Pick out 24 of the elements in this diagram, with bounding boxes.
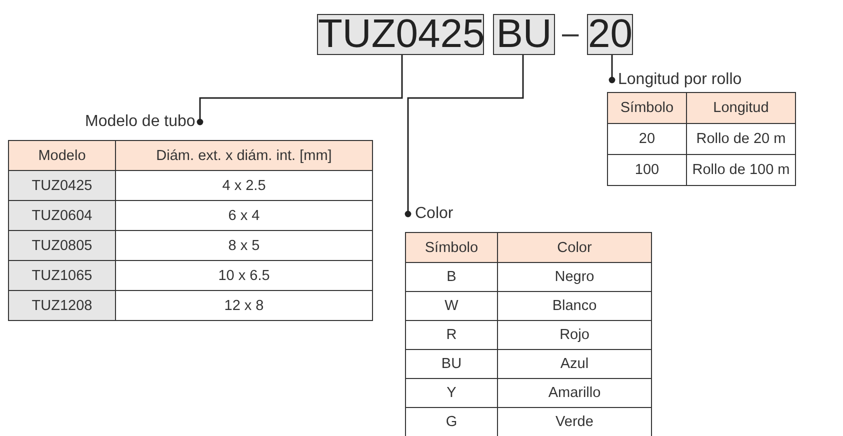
model-code-segment: 20 <box>587 14 633 55</box>
leader-line <box>608 55 616 84</box>
leader-line <box>196 55 403 126</box>
section-heading: Modelo de tubo <box>85 112 206 132</box>
table-cell: TUZ0604 <box>8 200 116 231</box>
separator-dash: – <box>562 18 579 50</box>
column-header: Símbolo <box>405 232 498 263</box>
model-code-segment: BU <box>493 14 555 55</box>
column-header: Longitud <box>686 92 796 124</box>
table-cell: TUZ1208 <box>8 290 116 321</box>
table-cell: TUZ1065 <box>8 260 116 291</box>
model-code-segment: TUZ0425 <box>317 14 484 55</box>
leader-line <box>404 55 524 218</box>
column-header: Modelo <box>8 140 116 171</box>
column-header: Color <box>497 232 652 263</box>
section-heading: Color <box>405 204 454 224</box>
table-cell: TUZ0805 <box>8 230 116 261</box>
section-heading: Longitud por rollo <box>609 70 742 90</box>
table-cell: Rollo de 100 m <box>686 154 796 186</box>
column-header: Diám. ext. x diám. int. [mm] <box>115 140 373 171</box>
column-header: Símbolo <box>607 92 687 124</box>
table-cell: TUZ0425 <box>8 170 116 201</box>
table-cell: 100 <box>607 154 687 186</box>
table-cell: 12 x 8 <box>115 290 373 321</box>
